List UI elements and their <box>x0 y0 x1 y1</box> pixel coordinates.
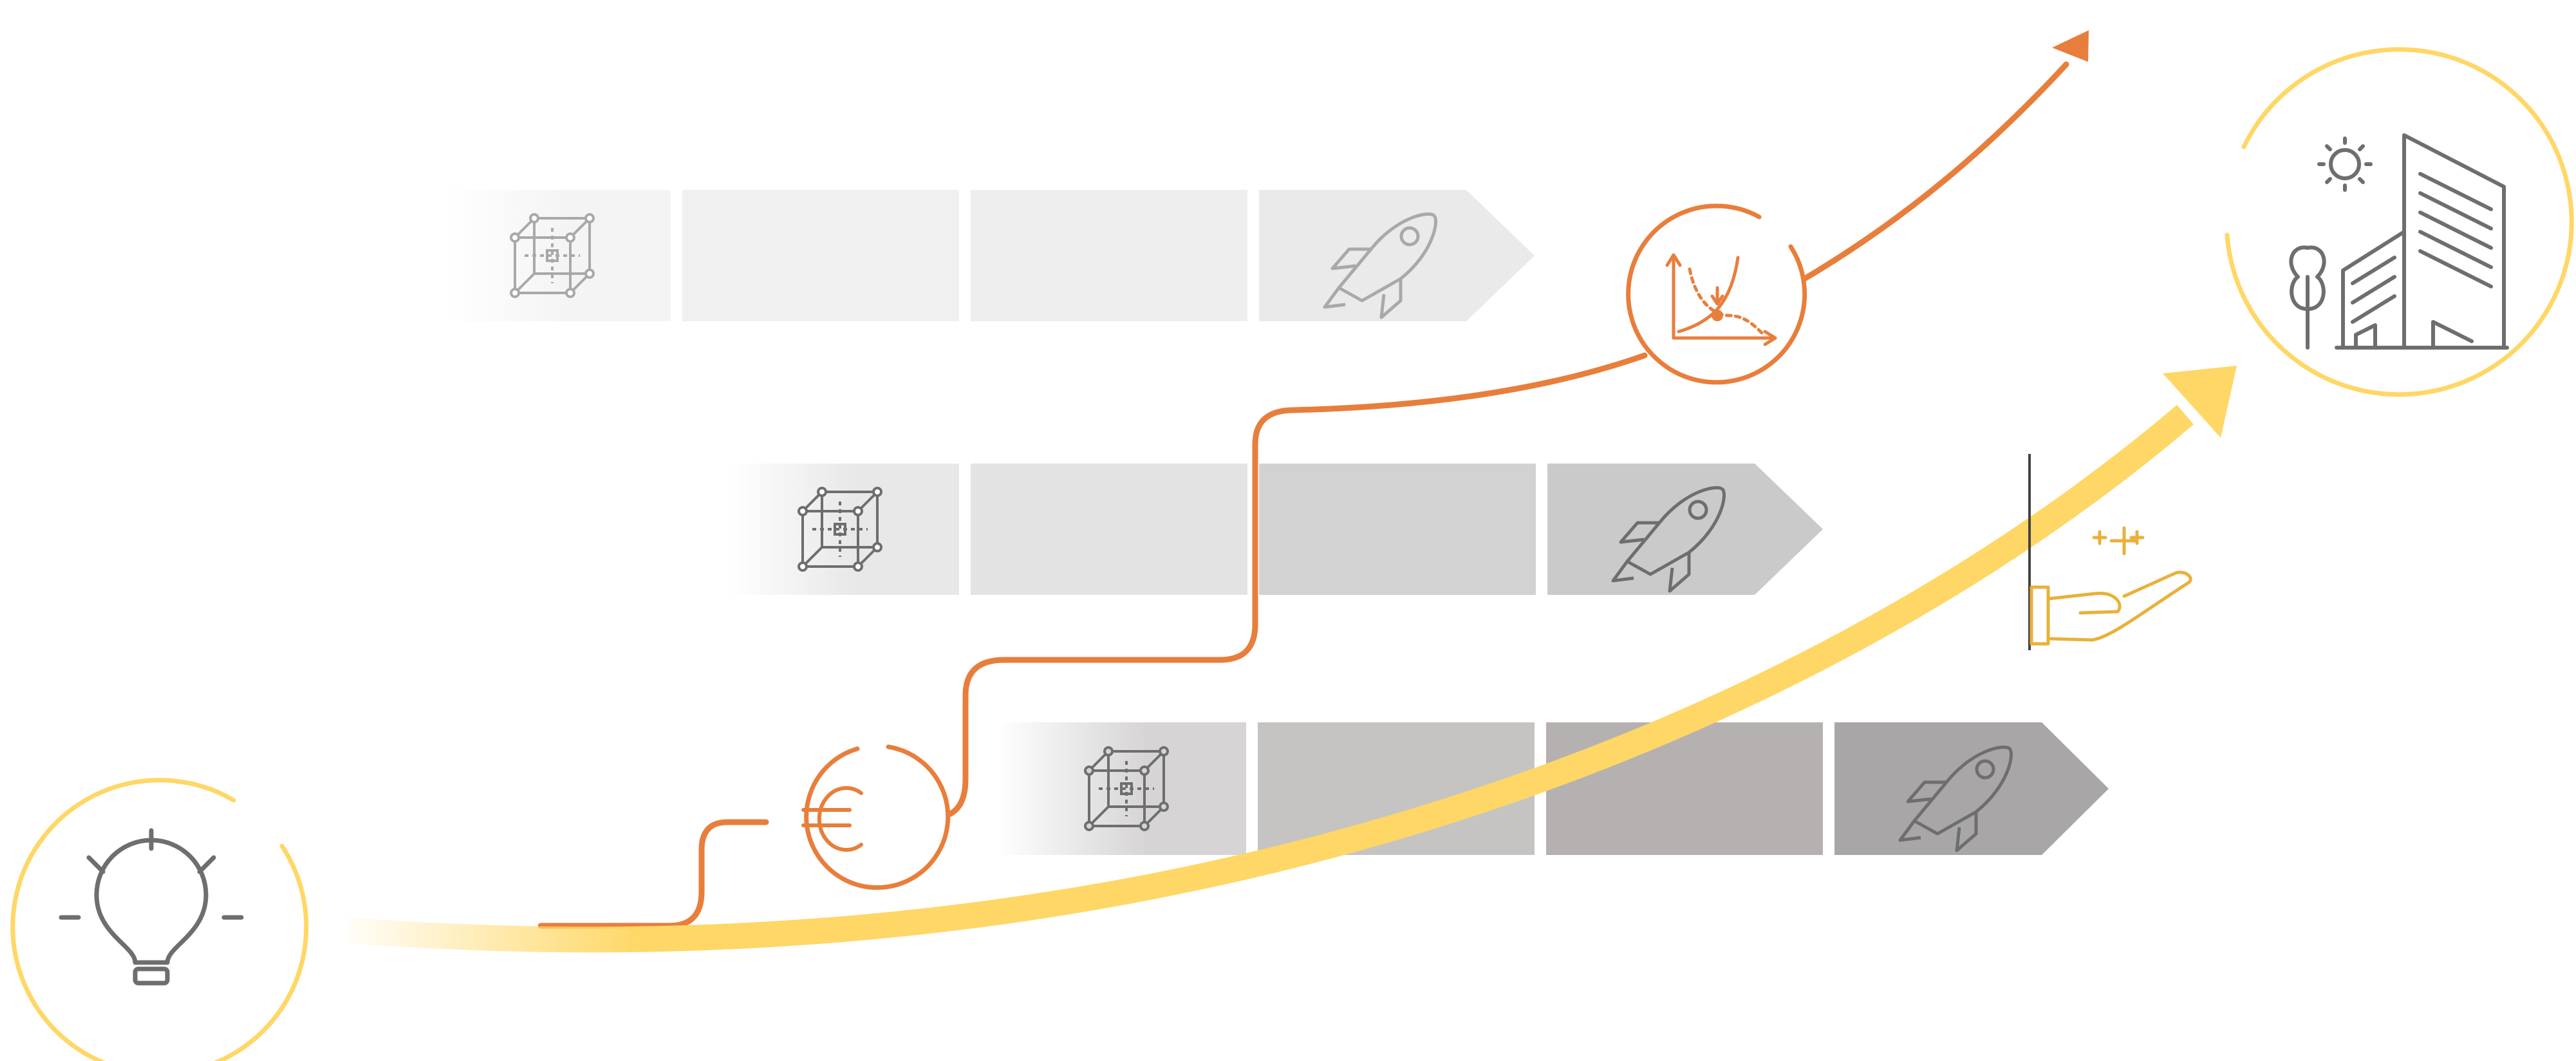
building-sun-tree-icon <box>2225 47 2574 397</box>
optimization-curve-icon <box>1626 203 1807 385</box>
orange-step-path <box>537 819 769 929</box>
track-top-segment-4 <box>1259 190 1535 321</box>
rocket-icon <box>1323 212 1437 319</box>
track-top-segment-2 <box>682 190 959 321</box>
euro-icon <box>801 744 951 890</box>
track-middle-segment-2 <box>971 464 1247 595</box>
cube-icon <box>798 487 882 572</box>
track-top <box>444 190 1535 321</box>
cube-icon <box>1084 746 1169 831</box>
orange-arrowhead <box>2052 30 2089 62</box>
rocket-icon <box>1611 486 1726 593</box>
track-bottom-segment-3 <box>1546 722 1823 855</box>
track-middle-segment-3 <box>1259 464 1536 595</box>
orange-step-path <box>904 352 1648 821</box>
track-top-segment-3 <box>971 190 1247 321</box>
yellow-growth-arrow <box>346 404 2194 953</box>
lightbulb-icon <box>10 778 309 1061</box>
yellow-arrowhead <box>2163 366 2237 438</box>
hand-plus-icon <box>2030 526 2192 646</box>
track-middle-segment-4 <box>1547 464 1823 595</box>
track-middle <box>727 464 1823 595</box>
cube-icon <box>510 213 595 298</box>
orange-growth-curve <box>1802 61 2069 281</box>
track-bottom <box>998 722 2109 855</box>
track-bottom-segment-4 <box>1834 722 2109 855</box>
rocket-icon <box>1898 746 2013 852</box>
